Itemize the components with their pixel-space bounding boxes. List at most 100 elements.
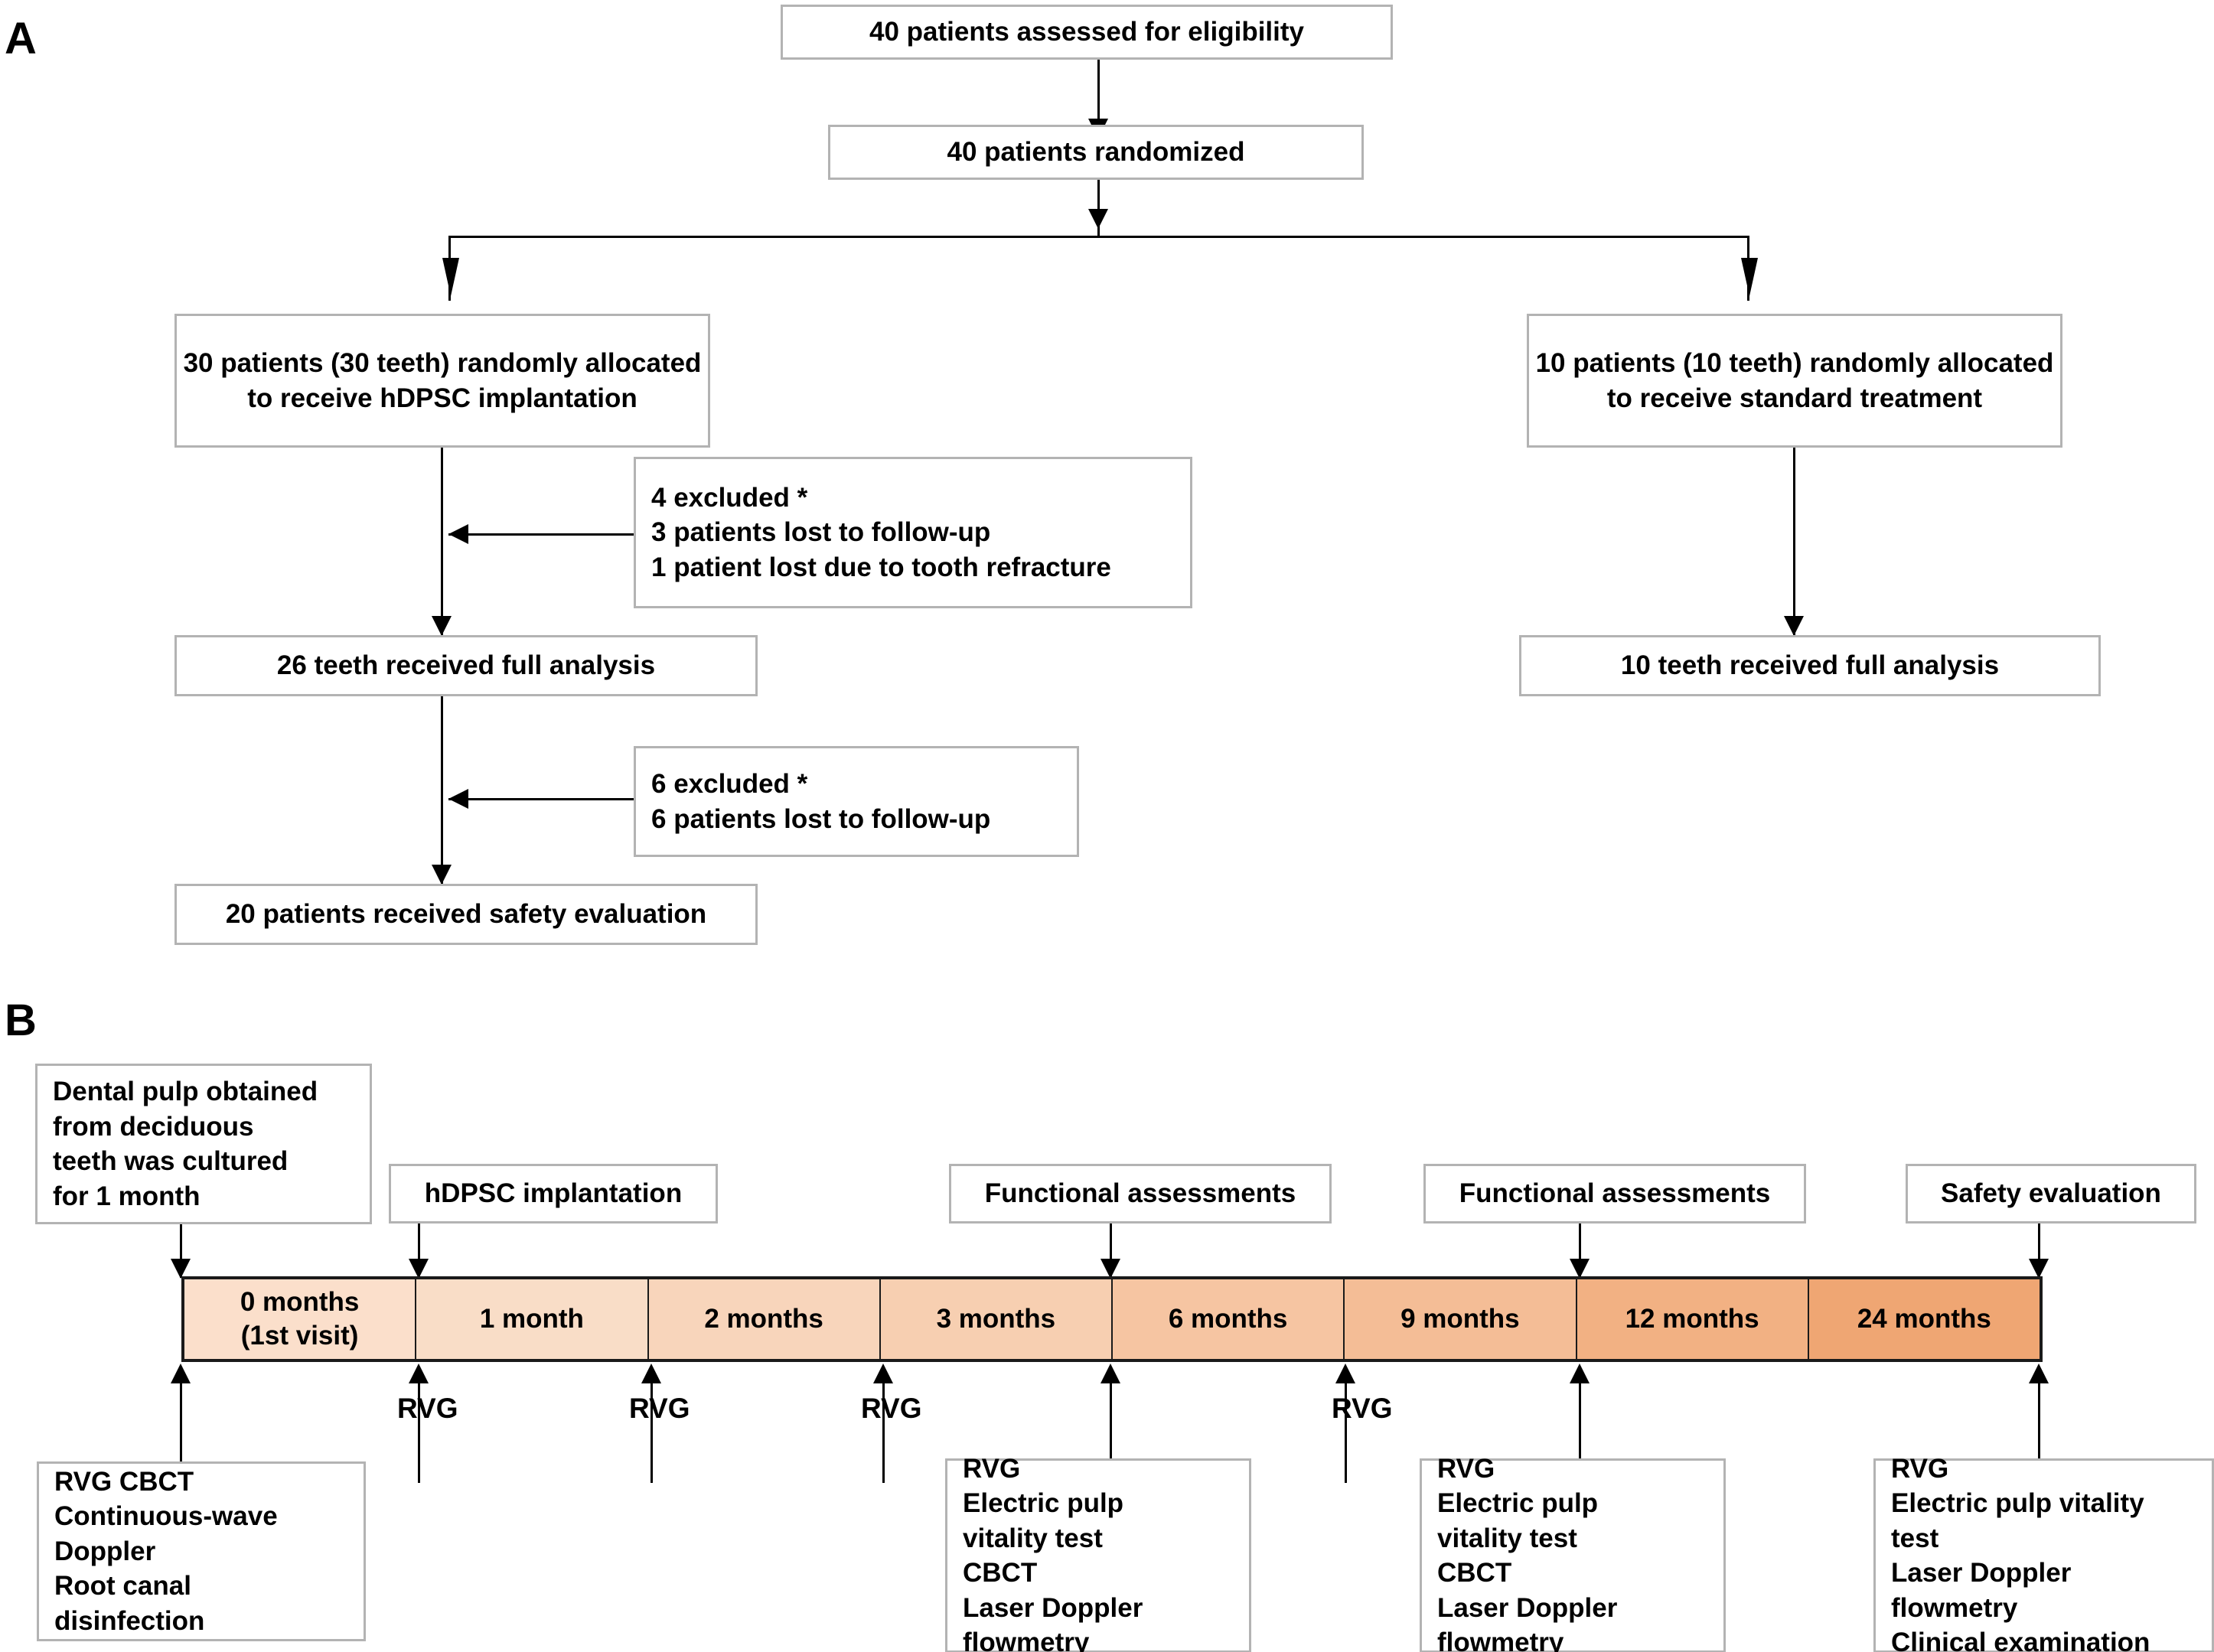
timeline-segment-12-months-label: 12 months <box>1625 1304 1759 1334</box>
arrowhead-up-rvg-2months <box>641 1364 661 1383</box>
box-assessments-24months-text: RVG Electric pulp vitality test Laser Do… <box>1891 1453 2150 1652</box>
box-26-teeth-analysis: 26 teeth received full analysis <box>174 635 758 696</box>
box-10-teeth-analysis: 10 teeth received full analysis <box>1519 635 2101 696</box>
timeline-segment-24-months: 24 months <box>1808 1279 2040 1359</box>
connector-randomized-stem <box>1097 180 1100 237</box>
timeline-segment-9-months-label: 9 months <box>1400 1304 1520 1334</box>
box-10-teeth-text: 10 teeth received full analysis <box>1620 650 2000 681</box>
box-excluded-6: 6 excluded * 6 patients lost to follow-u… <box>634 746 1079 857</box>
box-assessments-24months: RVG Electric pulp vitality test Laser Do… <box>1873 1454 2214 1652</box>
arrowhead-up-rvg-1month <box>409 1364 429 1383</box>
connector-up-assessments-12months <box>1579 1383 1581 1458</box>
timeline-segment-3-months-label: 3 months <box>936 1304 1056 1334</box>
arrowhead-up-rvg-3months <box>873 1364 893 1383</box>
arrowhead-functional-assessments-9mo <box>1570 1259 1590 1279</box>
connector-dental-pulp-to-timeline <box>180 1224 182 1278</box>
box-randomized: 40 patients randomized <box>828 125 1364 180</box>
box-assessments-12months: RVG Electric pulp vitality test CBCT Las… <box>1420 1454 1726 1652</box>
box-baseline-procedures-text: RVG CBCT Continuous-wave Doppler Root ca… <box>54 1466 278 1636</box>
timeline-segment-6-months: 6 months <box>1113 1279 1345 1359</box>
timeline-segment-1-month: 1 month <box>416 1279 649 1359</box>
box-assessed-text: 40 patients assessed for eligibility <box>869 17 1304 47</box>
timeline-segment-3-months: 3 months <box>880 1279 1113 1359</box>
box-baseline-procedures: RVG CBCT Continuous-wave Doppler Root ca… <box>37 1461 366 1641</box>
box-allocated-standard-text: 10 patients (10 teeth) randomly allocate… <box>1535 348 2054 413</box>
connector-up-assessments-24months <box>2038 1383 2040 1458</box>
arrowhead-to-26-teeth <box>432 616 452 636</box>
arrowhead-up-assessments-12months <box>1570 1364 1590 1383</box>
arrowhead-hdpsc-implantation <box>409 1259 429 1279</box>
box-allocated-hdpsc-text: 30 patients (30 teeth) randomly allocate… <box>183 348 702 413</box>
connector-assessed-to-randomized <box>1097 60 1100 127</box>
arrowhead-split-center <box>1088 209 1108 229</box>
box-assessed-for-eligibility: 40 patients assessed for eligibility <box>781 5 1393 60</box>
box-randomized-text: 40 patients randomized <box>947 137 1245 168</box>
box-allocated-standard: 10 patients (10 teeth) randomly allocate… <box>1527 314 2062 448</box>
box-hdpsc-implantation-text: hDPSC implantation <box>424 1178 683 1209</box>
connector-up-rvg-3months <box>882 1383 885 1483</box>
timeline-segment-24-months-label: 24 months <box>1857 1304 1991 1334</box>
arrowhead-up-assessments-6months <box>1100 1364 1120 1383</box>
connector-excluded-4-horizontal <box>448 533 634 536</box>
arrowhead-excluded-4 <box>448 524 468 544</box>
arrowhead-to-10-teeth <box>1784 616 1804 636</box>
timeline-segment-2-months-label: 2 months <box>704 1304 823 1334</box>
box-assessments-12months-text: RVG Electric pulp vitality test CBCT Las… <box>1437 1453 1618 1652</box>
connector-up-assessments-6months <box>1110 1383 1112 1458</box>
arrowhead-up-baseline <box>171 1364 191 1383</box>
box-excluded-4: 4 excluded * 3 patients lost to follow-u… <box>634 457 1192 608</box>
connector-fa9-to-timeline <box>1579 1224 1581 1278</box>
box-functional-assessments-9mo: Functional assessments <box>1423 1164 1806 1224</box>
box-hdpsc-implantation: hDPSC implantation <box>389 1164 718 1224</box>
label-rvg-3months: RVG <box>861 1393 922 1424</box>
timeline-segment-0-months: 0 months (1st visit) <box>184 1279 417 1359</box>
panel-a-label: A <box>5 14 37 64</box>
timeline-segment-2-months: 2 months <box>648 1279 881 1359</box>
arrowhead-to-standard-group <box>1741 258 1758 296</box>
study-timeline-bar: 0 months (1st visit) 1 month 2 months 3 … <box>181 1276 2043 1362</box>
timeline-segment-0-months-label: 0 months (1st visit) <box>240 1287 360 1351</box>
arrowhead-functional-assessments-3mo <box>1100 1259 1120 1279</box>
panel-b-label: B <box>5 995 37 1045</box>
arrowhead-safety-evaluation <box>2029 1259 2049 1279</box>
label-rvg-2months: RVG <box>629 1393 690 1424</box>
connector-up-rvg-9months <box>1345 1383 1347 1483</box>
arrowhead-to-hdpsc-group <box>442 258 459 296</box>
timeline-segment-12-months: 12 months <box>1577 1279 1809 1359</box>
box-20-patients-safety: 20 patients received safety evaluation <box>174 884 758 945</box>
box-functional-assessments-3mo: Functional assessments <box>949 1164 1332 1224</box>
arrowhead-dental-pulp <box>171 1259 191 1279</box>
box-safety-evaluation: Safety evaluation <box>1906 1164 2196 1224</box>
connector-up-rvg-2months <box>651 1383 653 1483</box>
connector-standard-to-analysis <box>1793 448 1795 635</box>
box-excluded-4-text: 4 excluded * 3 patients lost to follow-u… <box>651 482 1111 582</box>
box-excluded-6-text: 6 excluded * 6 patients lost to follow-u… <box>651 769 991 834</box>
connector-up-rvg-1month <box>418 1383 420 1483</box>
box-functional-assessments-3mo-text: Functional assessments <box>984 1178 1296 1209</box>
connector-split-horizontal <box>448 236 1749 238</box>
timeline-segment-9-months: 9 months <box>1345 1279 1577 1359</box>
box-functional-assessments-9mo-text: Functional assessments <box>1459 1178 1771 1209</box>
box-assessments-6months: RVG Electric pulp vitality test CBCT Las… <box>945 1454 1251 1652</box>
timeline-segment-6-months-label: 6 months <box>1168 1304 1288 1334</box>
connector-analysis-to-safety <box>441 696 443 884</box>
timeline-segment-1-month-label: 1 month <box>479 1304 584 1334</box>
connector-safety-eval-to-timeline <box>2038 1224 2040 1278</box>
connector-hdpsc-to-analysis <box>441 448 443 635</box>
box-safety-evaluation-text: Safety evaluation <box>1941 1178 2161 1209</box>
box-allocated-hdpsc: 30 patients (30 teeth) randomly allocate… <box>174 314 710 448</box>
connector-hdpsc-impl-to-timeline <box>418 1224 420 1278</box>
box-dental-pulp-text: Dental pulp obtained from deciduous teet… <box>53 1077 318 1211</box>
box-20-patients-text: 20 patients received safety evaluation <box>225 899 707 930</box>
connector-excluded-6-horizontal <box>448 798 634 800</box>
arrowhead-to-20-patients <box>432 865 452 885</box>
connector-up-baseline <box>180 1383 182 1461</box>
arrowhead-up-assessments-24months <box>2029 1364 2049 1383</box>
label-rvg-1month: RVG <box>397 1393 458 1424</box>
box-assessments-6months-text: RVG Electric pulp vitality test CBCT Las… <box>963 1453 1143 1652</box>
label-rvg-9months: RVG <box>1332 1393 1393 1424</box>
box-26-teeth-text: 26 teeth received full analysis <box>276 650 656 681</box>
arrowhead-excluded-6 <box>448 789 468 809</box>
arrowhead-up-rvg-9months <box>1335 1364 1355 1383</box>
